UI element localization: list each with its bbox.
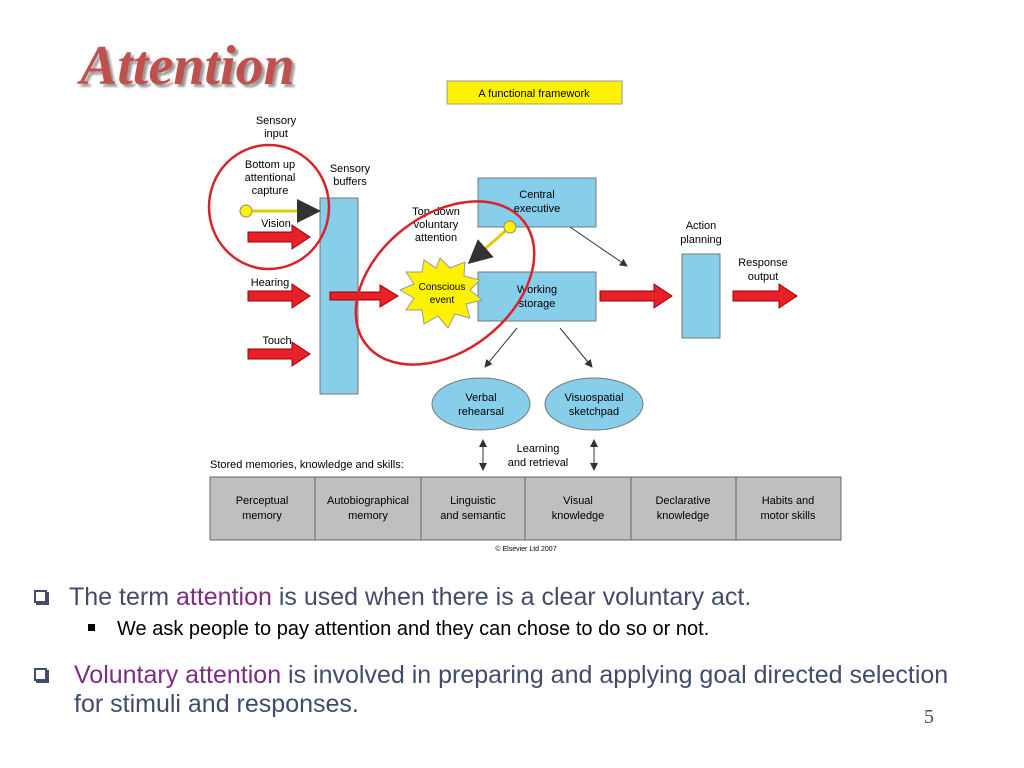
svg-text:knowledge: knowledge [552,510,605,522]
memory-box-autobiographical: Autobiographical memory [314,476,422,541]
memory-box-perceptual: Perceptual memory [209,476,316,541]
central-executive: Central executive [477,177,597,228]
svg-text:motor skills: motor skills [760,510,816,522]
bottom-up-label: Bottom up attentional capture [245,159,296,197]
bullet-2-post: is involved in preparing and applying go… [74,661,949,718]
bottom-up-highlight [207,143,331,271]
connector-arrows [479,226,628,471]
bullet-1: The term attention is used when there is… [34,583,751,612]
svg-text:output: output [748,271,779,283]
svg-text:storage: storage [519,298,556,310]
svg-text:event: event [430,295,455,306]
svg-text:Hearing: Hearing [251,277,290,289]
memory-box-declarative: Declarative knowledge [630,476,737,541]
svg-text:and semantic: and semantic [440,510,506,522]
working-storage: Working storage [477,271,597,322]
top-down-label: Top-down voluntary attention [412,206,460,244]
checkbox-bullet-icon [34,590,47,603]
page-number: 5 [924,706,934,728]
buffer-to-conscious-arrow [329,284,399,308]
response-output: Response output [732,257,798,309]
sensory-input-label: Sensory input [256,115,297,140]
hearing-input: Hearing [247,277,311,309]
svg-text:Learning: Learning [517,443,560,455]
touch-input: Touch [247,335,311,367]
square-bullet-icon [88,624,95,631]
svg-text:Touch: Touch [262,335,291,347]
svg-text:attentional: attentional [245,172,296,184]
visuospatial-sketchpad: Visuospatial sketchpad [544,377,644,431]
bullet-1-highlight: attention [175,583,272,611]
svg-text:Central: Central [519,189,554,201]
top-down-highlight [354,200,536,366]
vision-input: Vision [247,218,311,250]
svg-text:memory: memory [242,510,282,522]
working-to-action-arrow [599,283,673,309]
svg-text:Habits and: Habits and [762,495,815,507]
svg-text:Conscious: Conscious [419,282,466,293]
svg-text:Autobiographical: Autobiographical [327,495,409,507]
memory-row: Perceptual memory Autobiographical memor… [209,476,842,541]
framework-banner: A functional framework [446,80,623,105]
svg-text:and retrieval: and retrieval [508,457,569,469]
bullet-1-post: is used when there is a clear voluntary … [271,583,752,611]
svg-text:Sensory: Sensory [330,163,371,175]
conscious-event: Conscious event [398,257,484,329]
svg-text:Bottom up: Bottom up [245,159,295,171]
bullet-1-pre: The term [69,583,176,611]
memory-box-linguistic: Linguistic and semantic [420,476,526,541]
bullet-1-sub: We ask people to pay attention and they … [88,618,709,641]
svg-text:planning: planning [680,234,722,246]
svg-text:sketchpad: sketchpad [569,406,619,418]
svg-text:voluntary: voluntary [414,219,459,231]
svg-text:Vision: Vision [261,218,291,230]
svg-text:attention: attention [415,232,457,244]
action-planning: Action planning [680,220,722,339]
svg-text:Verbal: Verbal [465,392,496,404]
svg-text:Sensory: Sensory [256,115,297,127]
memory-box-visual: Visual knowledge [524,476,632,541]
slide-title: Attention [80,35,295,97]
copyright-note: © Elsevier Ltd 2007 [495,545,556,553]
bullet-2: Voluntary attention is involved in prepa… [34,661,964,718]
learning-label: Learning and retrieval [508,443,569,469]
checkbox-bullet-icon [34,668,47,681]
svg-text:Declarative: Declarative [655,495,710,507]
verbal-rehearsal: Verbal rehearsal [431,377,531,431]
svg-text:Action: Action [686,220,717,232]
top-down-arrow [467,220,517,264]
stored-memories-label: Stored memories, knowledge and skills: [210,459,404,471]
svg-text:buffers: buffers [333,176,367,188]
bullet-2-highlight: Voluntary attention [74,661,282,689]
memory-box-habits: Habits and motor skills [735,476,842,541]
bullet-1-sub-text: We ask people to pay attention and they … [117,618,710,640]
svg-text:Visual: Visual [563,495,593,507]
svg-text:memory: memory [348,510,388,522]
functional-framework-diagram: A functional framework Sensory input Bot… [207,80,842,553]
svg-text:Perceptual: Perceptual [236,495,289,507]
svg-text:Top-down: Top-down [412,206,460,218]
svg-text:Linguistic: Linguistic [450,495,496,507]
svg-text:capture: capture [252,185,289,197]
svg-text:A functional framework: A functional framework [478,88,590,100]
svg-text:input: input [264,128,288,140]
svg-text:Response: Response [738,257,788,269]
svg-text:executive: executive [514,203,560,215]
bottom-up-arrow [239,199,321,223]
svg-text:rehearsal: rehearsal [458,406,504,418]
svg-text:knowledge: knowledge [657,510,710,522]
svg-text:Visuospatial: Visuospatial [564,392,623,404]
